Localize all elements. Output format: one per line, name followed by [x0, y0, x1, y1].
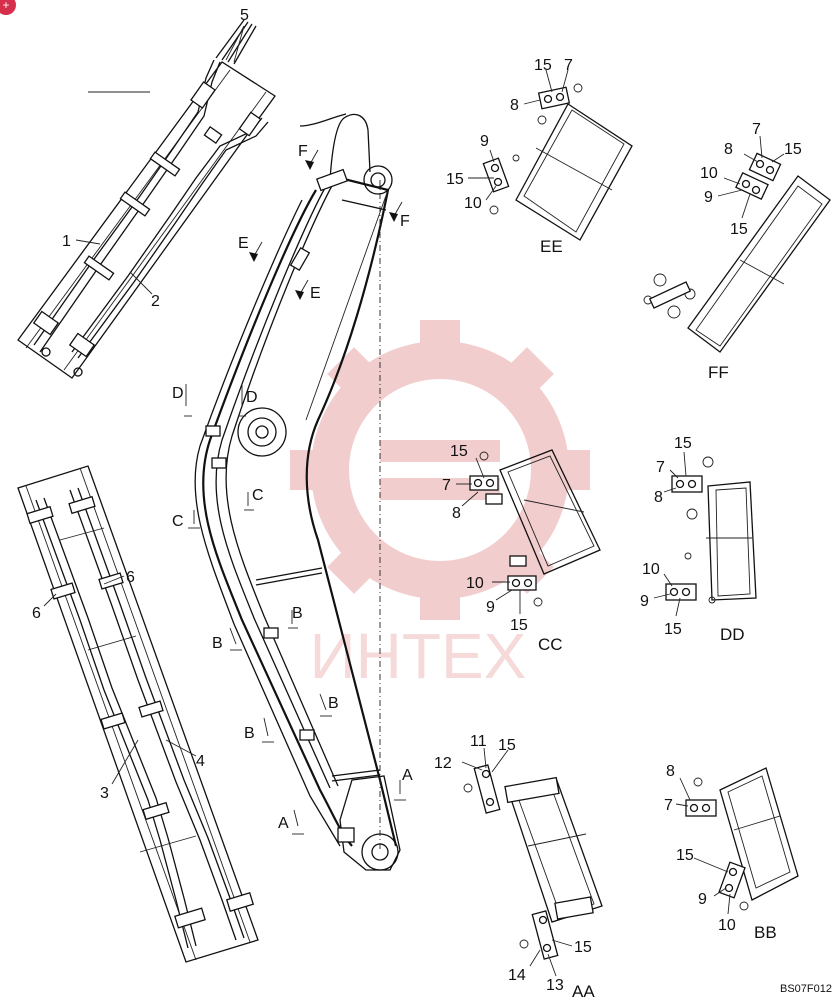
svg-text:10: 10	[642, 561, 660, 578]
marker-c-1: C	[172, 510, 200, 530]
svg-text:7: 7	[564, 57, 573, 74]
svg-text:15: 15	[446, 171, 464, 188]
svg-text:10: 10	[718, 917, 736, 934]
svg-text:14: 14	[508, 967, 526, 984]
label-5: 5	[240, 7, 249, 24]
label-3: 3	[100, 785, 109, 802]
title-ee: EE	[540, 237, 563, 256]
detail-cc	[469, 449, 601, 607]
label-2: 2	[151, 293, 160, 310]
svg-text:9: 9	[486, 599, 495, 616]
title-bb: BB	[754, 923, 777, 942]
svg-text:15: 15	[730, 221, 748, 238]
marker-e-1: E	[238, 235, 263, 262]
corner-badge: +	[0, 0, 16, 15]
label-4: 4	[196, 753, 205, 770]
watermark-text: ИНТЕХ	[310, 620, 527, 692]
svg-text:11: 11	[470, 733, 487, 750]
marker-a-2: A	[394, 767, 413, 801]
svg-text:8: 8	[510, 97, 519, 114]
detail-ee	[482, 83, 633, 241]
svg-text:F: F	[400, 213, 410, 230]
section-titles: EE FF CC DD AA BB	[538, 237, 777, 1000]
svg-text:15: 15	[664, 621, 682, 638]
marker-b-3: B	[244, 717, 274, 743]
svg-text:9: 9	[480, 133, 489, 150]
svg-text:7: 7	[664, 797, 673, 814]
marker-f-1: F	[298, 143, 319, 170]
detail-dd	[665, 456, 757, 604]
marker-f-2: F	[389, 201, 410, 230]
svg-text:15: 15	[574, 939, 592, 956]
title-cc: CC	[538, 635, 563, 654]
upper-hose-assembly	[17, 19, 276, 379]
title-aa: AA	[572, 982, 595, 1000]
svg-text:15: 15	[498, 737, 516, 754]
title-ff: FF	[708, 363, 729, 382]
marker-b-1: B	[288, 605, 303, 629]
label-6-left: 6	[32, 605, 41, 622]
marker-d-2: D	[238, 384, 258, 417]
svg-text:15: 15	[534, 57, 552, 74]
svg-text:D: D	[172, 385, 184, 402]
svg-text:B: B	[292, 605, 303, 622]
detail-bb	[685, 767, 799, 911]
svg-text:9: 9	[640, 593, 649, 610]
marker-b-2: B	[212, 627, 242, 652]
marker-d-1: D	[172, 384, 192, 417]
svg-text:C: C	[172, 513, 184, 530]
part-labels: 5 1 2 3 4 6 6 15 7 8 9 15 10 7 8 15 10 9…	[32, 7, 802, 994]
svg-text:15: 15	[784, 141, 802, 158]
svg-text:A: A	[278, 815, 289, 832]
marker-c-2: C	[244, 487, 264, 511]
svg-text:A: A	[402, 767, 413, 784]
svg-text:C: C	[252, 487, 264, 504]
svg-text:10: 10	[464, 195, 482, 212]
svg-text:B: B	[328, 695, 339, 712]
svg-text:15: 15	[510, 617, 528, 634]
main-boom	[194, 113, 401, 871]
svg-text:E: E	[310, 285, 321, 302]
detail-ff	[643, 152, 831, 353]
svg-text:7: 7	[442, 477, 451, 494]
svg-text:9: 9	[698, 891, 707, 908]
svg-text:10: 10	[466, 575, 484, 592]
detail-aa	[463, 764, 603, 960]
lower-hose-assembly	[17, 465, 259, 963]
label-6-right: 6	[126, 569, 135, 586]
marker-a-1: A	[278, 809, 304, 835]
svg-text:B: B	[212, 635, 223, 652]
svg-text:15: 15	[674, 435, 692, 452]
svg-text:8: 8	[666, 763, 675, 780]
svg-text:10: 10	[700, 165, 718, 182]
section-markers: F F E E D D C C B B B B A A	[172, 143, 413, 835]
svg-text:8: 8	[654, 489, 663, 506]
svg-text:7: 7	[752, 121, 761, 138]
svg-text:E: E	[238, 235, 249, 252]
svg-text:7: 7	[656, 459, 665, 476]
svg-text:15: 15	[450, 443, 468, 460]
corner-badge-text: +	[2, 0, 9, 12]
svg-text:15: 15	[676, 847, 694, 864]
label-1: 1	[62, 233, 71, 250]
title-dd: DD	[720, 625, 745, 644]
svg-text:8: 8	[452, 505, 461, 522]
svg-text:9: 9	[704, 189, 713, 206]
leader-lines	[43, 25, 785, 977]
svg-text:F: F	[298, 143, 308, 160]
figure-code: BS07F012	[780, 983, 832, 995]
svg-text:8: 8	[724, 141, 733, 158]
marker-e-2: E	[295, 279, 321, 302]
svg-text:B: B	[244, 725, 255, 742]
svg-text:13: 13	[546, 977, 564, 994]
svg-text:12: 12	[434, 755, 452, 772]
marker-b-4: B	[319, 693, 339, 717]
svg-text:D: D	[246, 389, 258, 406]
